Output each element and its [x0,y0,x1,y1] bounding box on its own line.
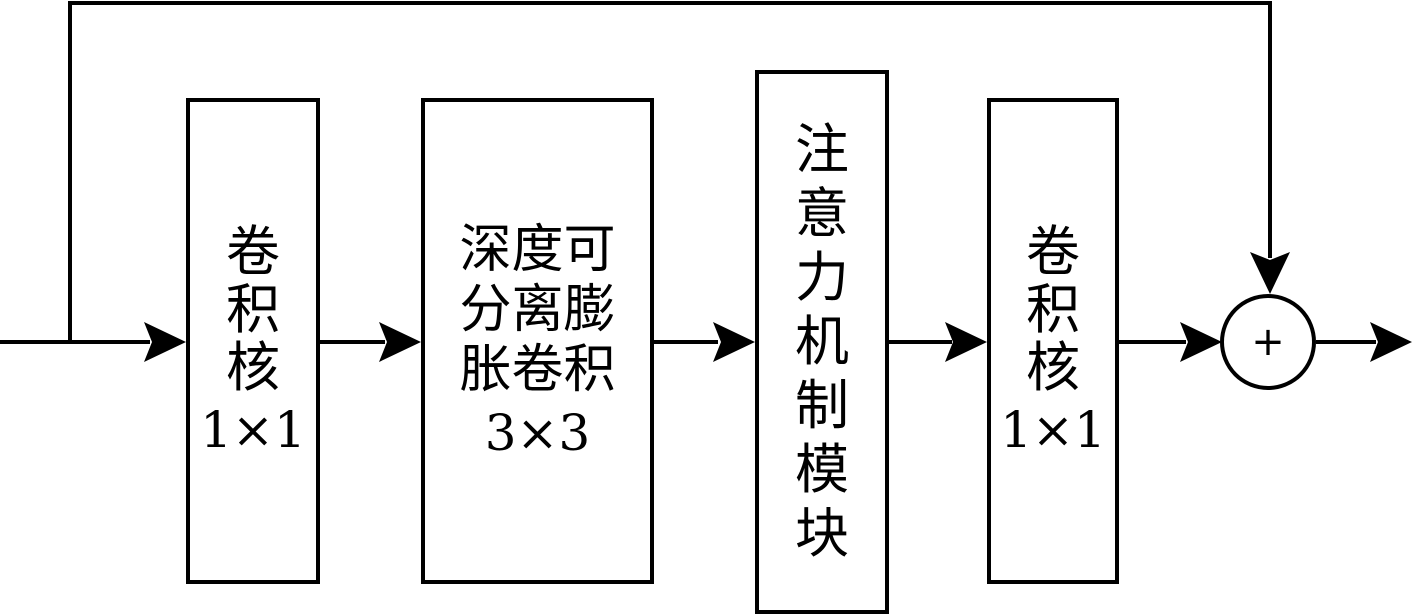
attention-module-block: 注意力机制模块 [755,70,889,614]
dsconv-size: 3×3 [484,404,591,462]
sum-node: + [1220,294,1316,390]
conv1-size: 1×1 [200,401,306,459]
conv1x1-block-1: 卷积核 1×1 [186,98,320,584]
arrow-into-conv1 [144,322,186,362]
conv2-title: 卷积核 [1026,220,1080,399]
skip-connection [68,1,1272,342]
arrow-skip-into-sum [1250,252,1290,294]
arrow-into-attention [713,322,755,362]
conv1-title: 卷积核 [226,220,280,399]
arrow-into-conv2 [945,322,987,362]
arrow-into-sum [1180,322,1222,362]
dsconv-title: 深度可分离膨胀卷积 [459,220,616,400]
arrow-output [1370,322,1412,362]
conv2-size: 1×1 [1000,401,1106,459]
depthwise-dilated-conv-block: 深度可分离膨胀卷积 3×3 [421,98,654,584]
plus-symbol: + [1251,319,1285,365]
conv1x1-block-2: 卷积核 1×1 [987,98,1119,584]
arrow-into-dsconv [379,322,421,362]
attention-title: 注意力机制模块 [795,118,849,565]
